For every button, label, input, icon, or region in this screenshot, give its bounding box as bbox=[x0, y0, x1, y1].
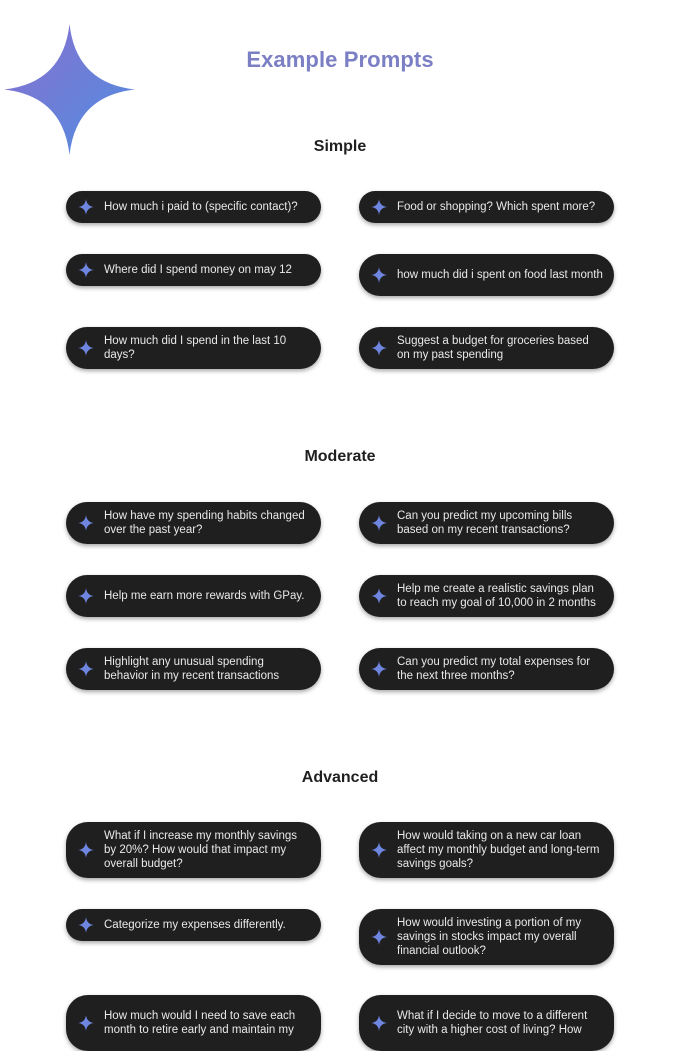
sparkle-star-icon bbox=[78, 262, 94, 278]
sparkle-star-icon bbox=[371, 199, 387, 215]
sparkle-star-icon bbox=[78, 588, 94, 604]
sparkle-star-icon bbox=[78, 199, 94, 215]
prompt-label: What if I increase my monthly savings by… bbox=[104, 830, 298, 870]
prompt-chip[interactable]: how much did i spent on food last month bbox=[359, 254, 614, 296]
prompt-chip[interactable]: Food or shopping? Which spent more? bbox=[359, 191, 614, 223]
prompt-label: What if I decide to move to a different … bbox=[397, 1010, 588, 1036]
prompt-chip[interactable]: How much did I spend in the last 10 days… bbox=[66, 327, 321, 369]
prompt-chip[interactable]: Suggest a budget for groceries based on … bbox=[359, 327, 614, 369]
section-title-simple: Simple bbox=[313, 138, 367, 155]
prompt-label: Suggest a budget for groceries based on … bbox=[397, 335, 589, 361]
page-title: Example Prompts bbox=[246, 47, 434, 72]
sparkle-star-icon bbox=[371, 842, 387, 858]
sparkle-star-icon bbox=[371, 929, 387, 945]
sparkle-star-icon bbox=[78, 340, 94, 356]
prompt-label: How would investing a portion of my savi… bbox=[397, 917, 582, 957]
prompt-label: Help me earn more rewards with GPay. bbox=[104, 590, 305, 602]
sparkle-star-icon bbox=[78, 1015, 94, 1031]
prompt-label: Help me create a realistic savings plan … bbox=[397, 583, 596, 609]
prompt-chip[interactable]: Can you predict my total expenses for th… bbox=[359, 648, 614, 690]
sparkle-star-icon bbox=[78, 842, 94, 858]
sparkle-star-icon bbox=[371, 661, 387, 677]
prompt-label: How much would I need to save each month… bbox=[104, 1010, 296, 1036]
prompt-label: Categorize my expenses differently. bbox=[104, 919, 286, 931]
prompt-chip[interactable]: How much would I need to save each month… bbox=[66, 995, 321, 1051]
sparkle-star-icon bbox=[4, 24, 135, 155]
prompt-label: Where did I spend money on may 12 bbox=[104, 264, 292, 276]
section-title-moderate: Moderate bbox=[304, 448, 376, 465]
prompt-label: How have my spending habits changed over… bbox=[104, 510, 305, 536]
prompt-chip[interactable]: How would investing a portion of my savi… bbox=[359, 909, 614, 965]
prompt-label: how much did i spent on food last month bbox=[397, 269, 603, 281]
prompt-label: Can you predict my total expenses for th… bbox=[397, 656, 591, 682]
prompt-chip[interactable]: Help me create a realistic savings plan … bbox=[359, 575, 614, 617]
prompt-label: How much did I spend in the last 10 days… bbox=[104, 335, 287, 361]
prompt-label: Food or shopping? Which spent more? bbox=[397, 201, 596, 213]
sparkle-star-icon bbox=[78, 661, 94, 677]
prompt-label: How much i paid to (specific contact)? bbox=[104, 201, 298, 213]
prompt-chip[interactable]: Categorize my expenses differently. bbox=[66, 909, 321, 941]
sparkle-star-icon bbox=[371, 267, 387, 283]
prompt-label: Highlight any unusual spending behavior … bbox=[104, 656, 280, 682]
sparkle-star-icon bbox=[371, 515, 387, 531]
sparkle-star-icon bbox=[371, 588, 387, 604]
section-title-advanced: Advanced bbox=[301, 769, 379, 786]
prompt-chip[interactable]: How much i paid to (specific contact)? bbox=[66, 191, 321, 223]
prompt-chip[interactable]: Help me earn more rewards with GPay. bbox=[66, 575, 321, 617]
sparkle-star-icon bbox=[78, 917, 94, 933]
prompt-chip[interactable]: What if I increase my monthly savings by… bbox=[66, 822, 321, 878]
sparkle-star-icon bbox=[78, 515, 94, 531]
prompt-label: Can you predict my upcoming bills based … bbox=[397, 510, 573, 536]
sparkle-star-icon bbox=[371, 1015, 387, 1031]
prompt-chip[interactable]: How have my spending habits changed over… bbox=[66, 502, 321, 544]
sparkle-star-icon bbox=[371, 340, 387, 356]
prompt-chip[interactable]: Highlight any unusual spending behavior … bbox=[66, 648, 321, 690]
prompt-chip[interactable]: Where did I spend money on may 12 bbox=[66, 254, 321, 286]
prompt-label: How would taking on a new car loan affec… bbox=[397, 830, 600, 870]
prompt-chip[interactable]: How would taking on a new car loan affec… bbox=[359, 822, 614, 878]
prompt-chip[interactable]: What if I decide to move to a different … bbox=[359, 995, 614, 1051]
prompt-chip[interactable]: Can you predict my upcoming bills based … bbox=[359, 502, 614, 544]
